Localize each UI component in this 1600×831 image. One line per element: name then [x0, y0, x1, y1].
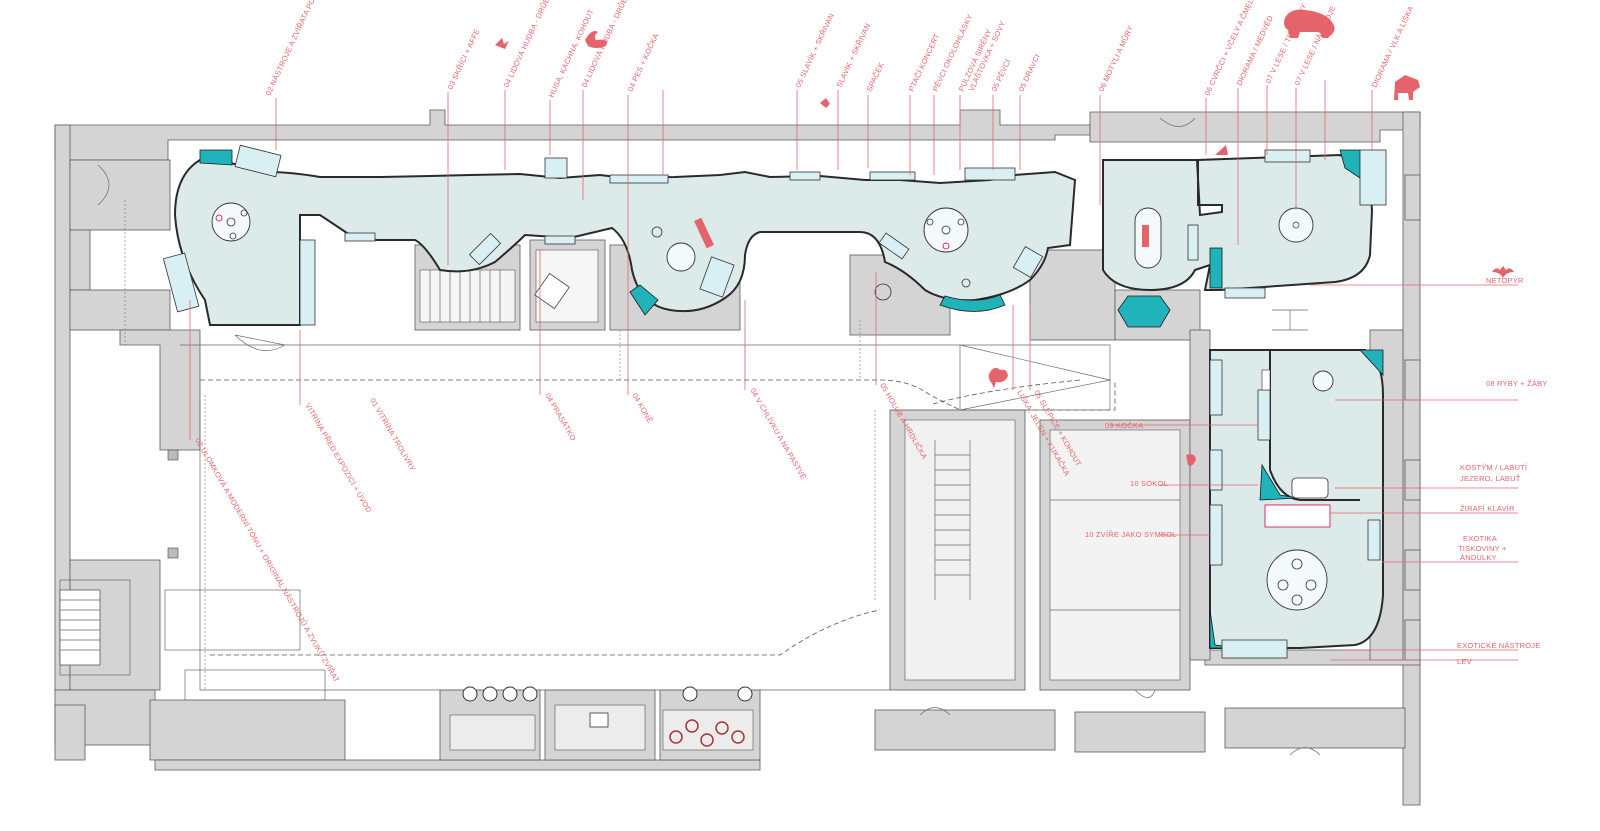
label-kocka: 09 KOČKA — [1105, 421, 1143, 430]
label-lev: LEV — [1457, 657, 1472, 666]
label-exnastroje: EXOTICKÉ NÁSTROJE — [1457, 641, 1540, 650]
label-02b: 02 ÚLOMKOVÁ A MODERNÍ TÓNU + ORIGINÁL NÁ… — [193, 437, 341, 685]
exhibition-route-east — [1102, 145, 1387, 659]
label-05b: SLAVÍK + SKŘIVAN — [835, 22, 873, 89]
label-05h: 05 PĚVCI — [990, 58, 1013, 93]
label-kostym: KOSTÝM / LABUTÍ — [1460, 463, 1528, 472]
leader-lines — [189, 80, 1518, 661]
label-02: 02 NÁSTROJE A ZVÍŘATA PODOBNOST + MATERI… — [264, 0, 354, 97]
animal-icons — [495, 9, 1514, 466]
hen-icon — [820, 98, 830, 108]
label-05a: 05 SLAVÍK + SKŘIVAN — [794, 12, 836, 89]
label-zirafi: ŽIRAFÍ KLAVÍR — [1460, 504, 1515, 513]
label-06a: 06 MOTÝLI A MŮRY — [1097, 24, 1136, 93]
label-04f: 04 KONĚ — [630, 392, 654, 425]
label-05c: SPAČEK — [865, 61, 886, 93]
bottom-exhibit-icons — [462, 686, 754, 751]
fish-icon — [1186, 454, 1196, 466]
label-netopyr: NETOPÝR — [1486, 276, 1524, 285]
label-exotika3: ANDULKY — [1460, 553, 1497, 562]
goose-icon — [585, 31, 607, 48]
bear-icon — [1284, 9, 1335, 38]
label-exotika2: TISKOVINY + — [1458, 544, 1507, 553]
label-ryby: 08 RYBY + ŽÁBY — [1486, 379, 1548, 388]
label-jezero: JEZERO, LABUŤ — [1460, 474, 1521, 483]
label-03: 03 SKŘÍCI + AFFE — [446, 27, 482, 91]
label-01b: VITRÍNA PŘED EXPOZICÍ + ÚVOD — [303, 402, 373, 515]
label-exotika1: EXOTIKA — [1463, 534, 1497, 543]
label-sokol: 10 SOKOL — [1130, 479, 1168, 488]
bat-icon — [1492, 266, 1514, 278]
bird-icon — [495, 38, 509, 49]
building-walls — [54, 109, 1421, 806]
label-01: 01 VITRÍNA TROLIVRY — [368, 397, 417, 473]
label-05j: 05 DRAVCI — [1017, 53, 1042, 93]
label-04g: 04 V CHLÍVKU A NA PASTVĚ — [748, 387, 808, 482]
label-07d: DIORAMA / VLK A LIŠKA — [1370, 5, 1416, 89]
label-04d: 04 PES + KOČKA — [626, 32, 661, 93]
exhibition-route-west — [162, 144, 1119, 326]
rooster-icon — [988, 367, 1008, 388]
wolf-icon — [1394, 75, 1420, 100]
label-04e: 04 PRASÁTKO — [543, 392, 578, 443]
label-zvire: 10 ZVÍŘE JAKO SYMBOL — [1085, 530, 1177, 539]
